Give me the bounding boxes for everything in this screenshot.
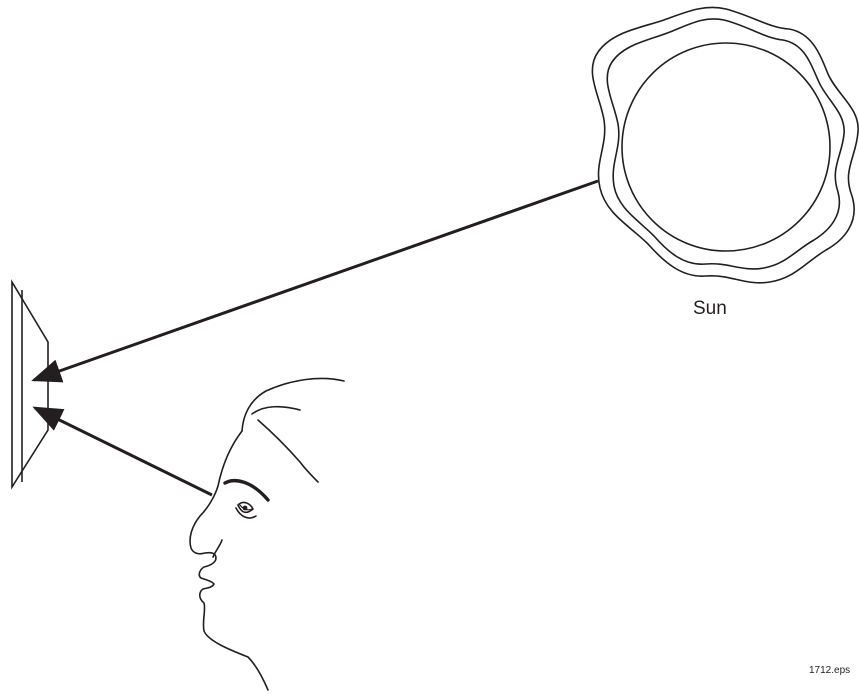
sun-disk <box>622 43 830 251</box>
sunlight-arrow <box>34 181 598 380</box>
file-name-label: 1712.eps <box>809 665 850 676</box>
sun-label: Sun <box>693 298 727 320</box>
person-head-icon <box>190 378 344 690</box>
mirror-icon <box>12 282 48 487</box>
sun-icon <box>592 7 858 282</box>
sun-outer-corona <box>592 7 858 282</box>
sun-middle-corona <box>607 19 844 269</box>
sightline-arrow <box>35 408 212 495</box>
